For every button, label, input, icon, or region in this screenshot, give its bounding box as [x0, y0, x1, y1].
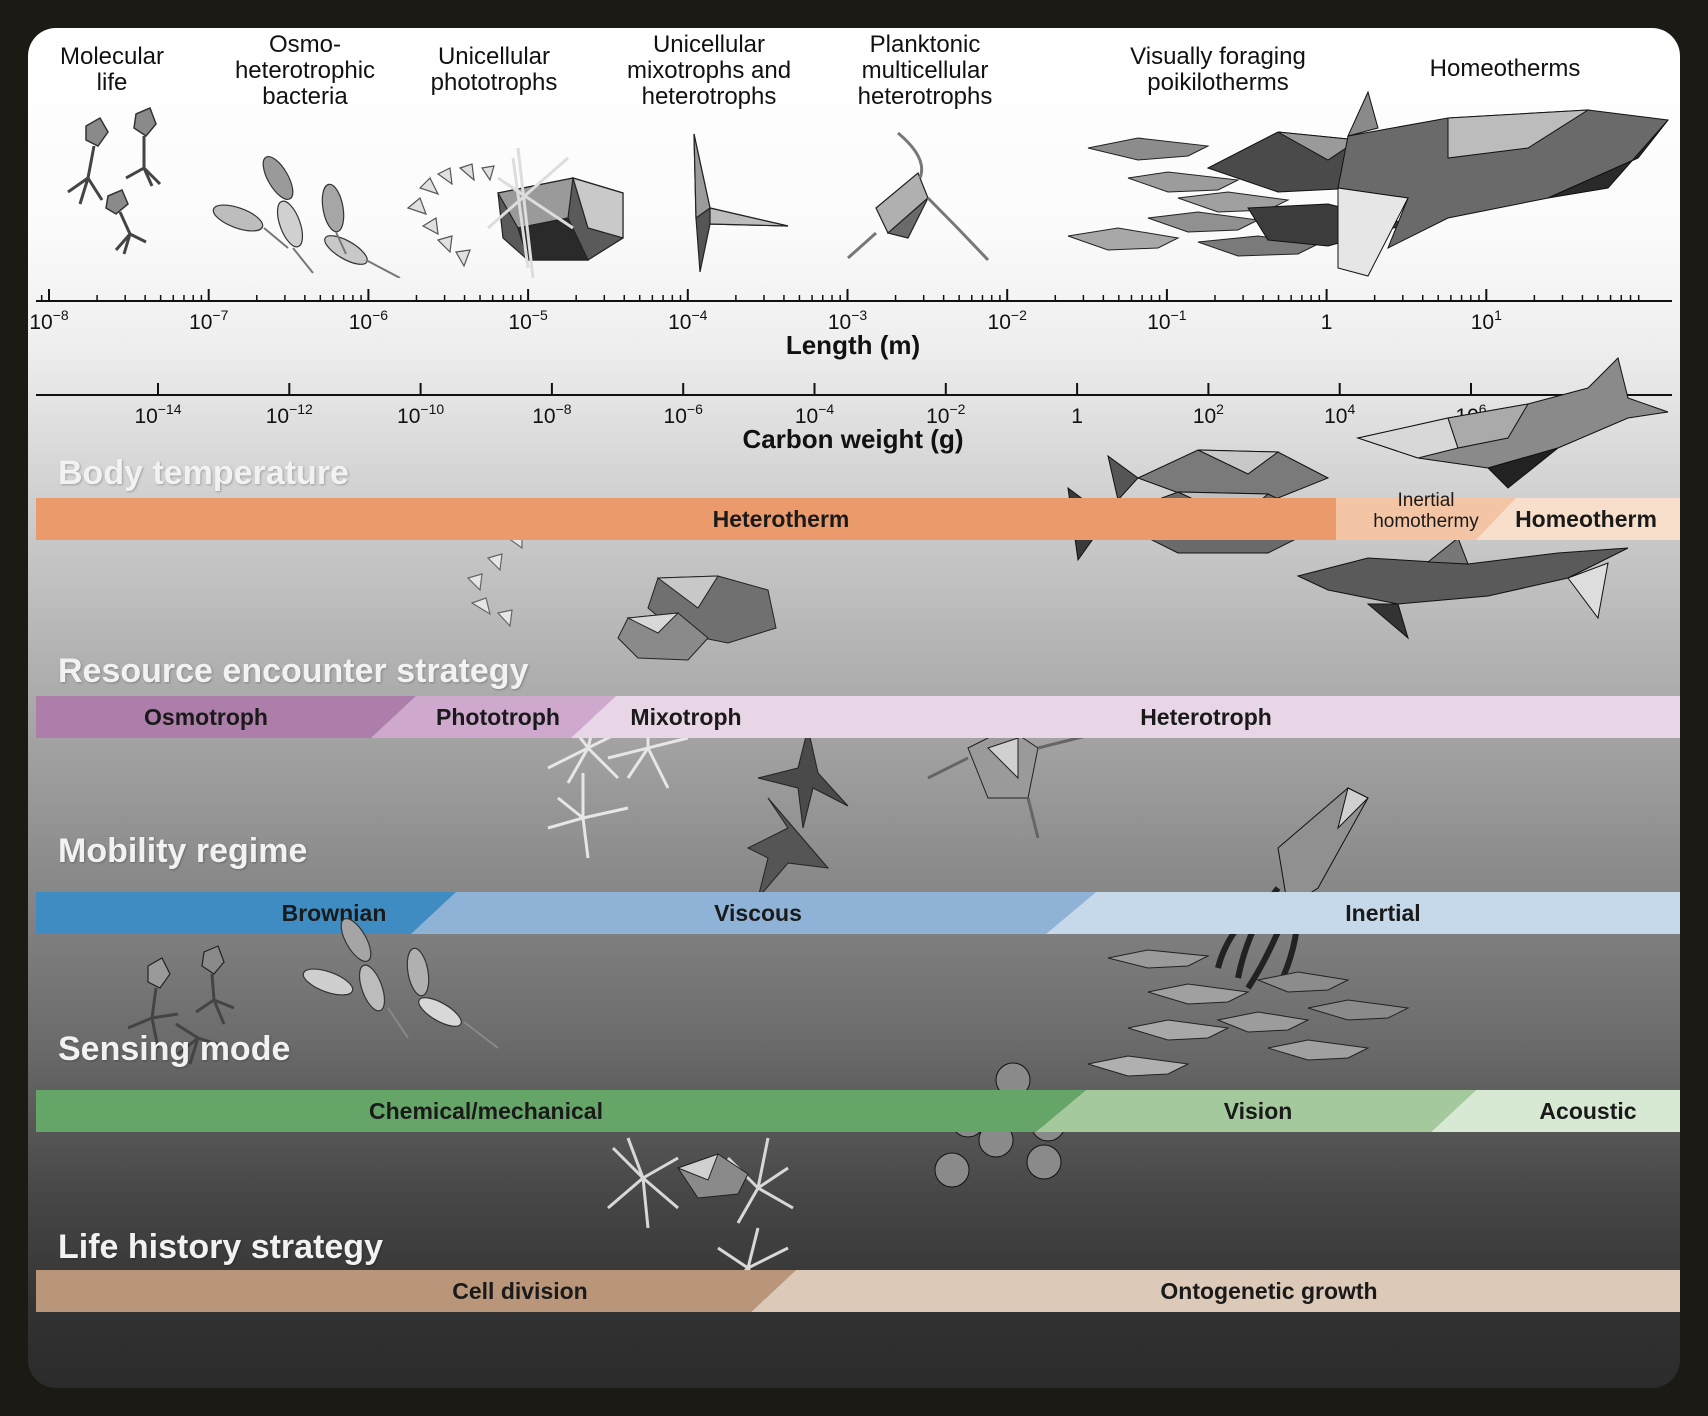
virus-icon [127, 945, 235, 1065]
bacteria-icon [302, 918, 499, 1049]
label-brownian: Brownian [281, 900, 387, 926]
label-acoustic: Acoustic [1539, 1098, 1637, 1124]
label-ontogenetic-growth: Ontogenetic growth [1160, 1278, 1378, 1304]
label-cell-division: Cell division [452, 1278, 588, 1304]
band-title-life-history: Life history strategy [58, 1228, 383, 1266]
band-sensing: Chemical/mechanical Vision Acoustic [36, 1090, 1680, 1132]
weight-axis-tick-label: 104 [1324, 401, 1355, 428]
diatom-icon [406, 163, 495, 268]
label-homeotherm: Homeotherm [1515, 506, 1657, 532]
whale-icon [1337, 90, 1669, 277]
length-axis-tick-label: 10−6 [349, 307, 389, 334]
whale-icon [1356, 357, 1669, 489]
band-title-mobility: Mobility regime [58, 832, 308, 870]
dinoflagellate-icon [676, 1153, 749, 1199]
label-heterotherm: Heterotherm [712, 506, 850, 532]
length-axis-tick-label: 10−7 [189, 307, 229, 334]
length-axis-tick-label: 10−1 [1147, 307, 1187, 334]
band-title-sensing: Sensing mode [58, 1030, 291, 1068]
mixotroph-icon [693, 133, 789, 273]
label-heterotroph: Heterotroph [1140, 704, 1272, 730]
label-viscous: Viscous [714, 900, 802, 926]
band-title-body-temperature: Body temperature [58, 454, 349, 492]
length-axis-tick-label: 1 [1321, 311, 1333, 334]
bacteria-icon [212, 156, 401, 278]
lower-illustrations [127, 918, 1410, 1309]
virus-icon [67, 107, 162, 255]
fish-school-icon [1087, 949, 1410, 1077]
weight-axis-tick-label: 1 [1071, 405, 1083, 428]
phytoplankton-icon [617, 575, 777, 661]
header-illustrations [67, 90, 1669, 278]
band-title-resource-encounter: Resource encounter strategy [58, 652, 529, 690]
label-phototroph: Phototroph [436, 704, 560, 730]
label-osmotroph: Osmotroph [144, 704, 268, 730]
band-life-history: Cell division Ontogenetic growth [36, 1270, 1680, 1312]
label-mixotroph: Mixotroph [630, 704, 742, 730]
weight-axis-tick-label: 10−6 [664, 401, 704, 428]
label-vision: Vision [1223, 1098, 1293, 1124]
length-axis-tick-label: 101 [1471, 307, 1502, 334]
label-chemical-mechanical: Chemical/mechanical [369, 1098, 603, 1124]
label-inertial: Inertial [1345, 900, 1421, 926]
length-axis-tick-label: 10−8 [29, 307, 69, 334]
length-axis-title: Length (m) [785, 330, 921, 360]
group-homeotherms: Homeotherms [1429, 55, 1581, 82]
shark-icon [1296, 537, 1629, 640]
band-mobility: Brownian Viscous Inertial [36, 892, 1680, 934]
copepod-icon [847, 131, 990, 262]
weight-axis: 10−1410−1210−1010−810−610−410−2110210410… [36, 383, 1672, 428]
weight-axis-title: Carbon weight (g) [742, 424, 964, 454]
band-resource-encounter: Osmotroph Phototroph Mixotroph Heterotro… [36, 696, 1680, 738]
mixotroph-icon [746, 727, 849, 899]
dinoflagellate-icon [487, 147, 624, 278]
